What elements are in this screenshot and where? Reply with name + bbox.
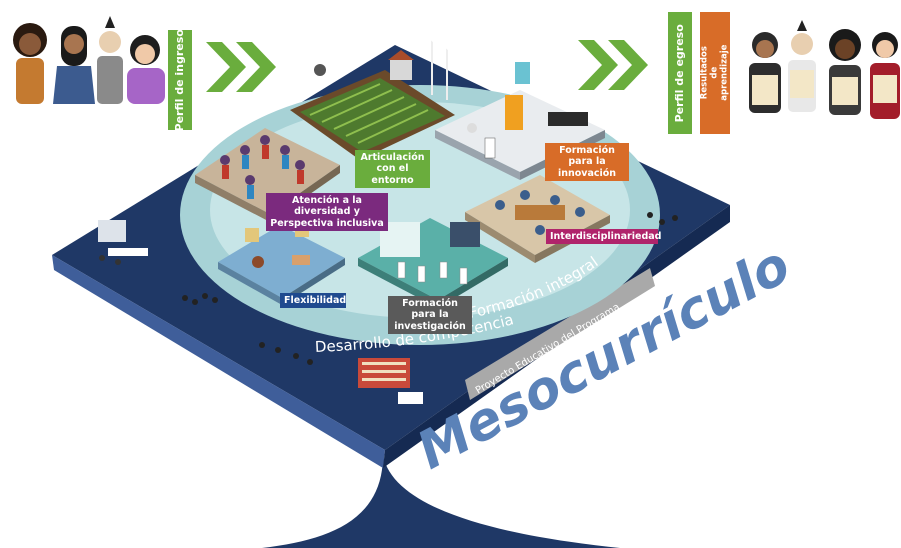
- chevron-right-icon: [578, 40, 618, 90]
- diploma-icon: [790, 70, 814, 98]
- sub-platform-investigacion: [358, 218, 508, 308]
- diploma-icon: [873, 75, 897, 103]
- program-band: [465, 268, 655, 400]
- sub-platform-entorno: [290, 32, 455, 160]
- person-icon: [13, 23, 47, 104]
- chevron-right-icon: [206, 42, 246, 92]
- library-scene: [358, 358, 423, 404]
- exit-profile-label: Perfil de egreso: [668, 12, 692, 134]
- person-icon: [97, 16, 123, 104]
- classroom-scene: [98, 220, 148, 265]
- exit-graduates: [749, 20, 900, 119]
- person-icon: [53, 26, 95, 104]
- person-icon: [829, 29, 861, 115]
- chevron-right-icon: [236, 42, 276, 92]
- chevron-right-icon: [608, 40, 648, 90]
- person-icon: [870, 32, 900, 119]
- person-icon: [127, 35, 165, 104]
- diploma-icon: [752, 75, 778, 105]
- drone-icon: [314, 64, 326, 76]
- platform-left-side: [52, 255, 385, 468]
- person-icon: [749, 32, 781, 113]
- entry-profile-label: Perfil de ingreso: [168, 29, 192, 131]
- diploma-icon: [832, 77, 858, 105]
- students-scene: [182, 212, 678, 365]
- tag-articulacion-entorno: Articulación con el entorno: [355, 150, 430, 189]
- exit-chevrons: [578, 40, 648, 90]
- entry-students: [13, 16, 165, 104]
- tag-atencion-diversidad: Atención a la diversidad y Perspectiva i…: [266, 193, 388, 232]
- tag-formacion-investigacion: Formación para la investigación: [388, 296, 472, 335]
- entry-chevrons: [206, 42, 276, 92]
- tag-interdisciplinariedad: Interdisciplinariedad: [546, 229, 661, 245]
- learning-outcomes-label: Resultados de aprendizaje: [699, 12, 730, 134]
- person-icon: [788, 20, 816, 112]
- tag-formacion-innovacion: Formación para la innovación: [545, 143, 629, 182]
- funnel-shape: [262, 455, 620, 548]
- tag-flexibilidad: Flexibilidad: [280, 293, 346, 309]
